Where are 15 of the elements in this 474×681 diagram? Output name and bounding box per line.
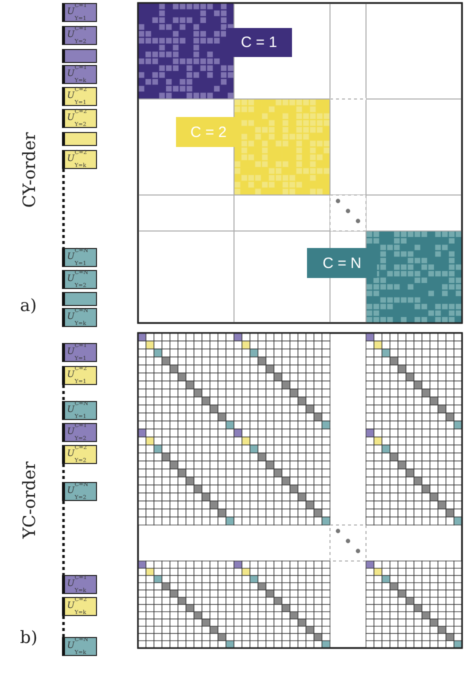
- axis-title: CY-order: [20, 131, 40, 210]
- dotted-line: [62, 501, 65, 575]
- dotted-line: [62, 464, 65, 482]
- dotted-line: [62, 616, 65, 637]
- axis-title: YC-order: [20, 460, 40, 540]
- dotted-line: [62, 169, 65, 248]
- class-tag: C = 2: [176, 117, 241, 147]
- empty-vector-box: [62, 49, 97, 63]
- panel-label: a): [20, 296, 37, 316]
- empty-vector-box: [62, 292, 97, 306]
- class-tag: C = 1: [226, 28, 292, 57]
- panel-label: b): [20, 628, 38, 648]
- dotted-line: [62, 385, 65, 401]
- empty-vector-box: [62, 132, 97, 146]
- class-tag: C = N: [307, 248, 377, 278]
